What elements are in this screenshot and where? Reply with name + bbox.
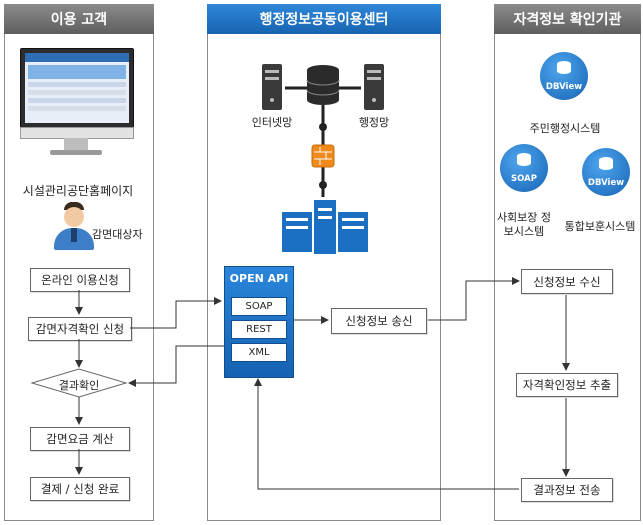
exemption-check-step: 감면자격확인 신청	[28, 317, 132, 341]
person-icon	[52, 202, 96, 250]
send-result-step: 결과정보 전송	[521, 478, 613, 502]
fee-calc-step: 감면요금 계산	[30, 427, 130, 451]
resident-system-label: 주민행정시스템	[529, 122, 601, 135]
api-xml: XML	[231, 343, 287, 362]
payment-done-step: 결제 / 신청 완료	[30, 477, 130, 501]
internet-label: 인터넷망	[251, 116, 293, 129]
admin-label: 행정망	[358, 116, 390, 129]
agency-lane-title: 자격정보 확인기관	[494, 4, 641, 34]
extract-info-step: 자격확인정보 추출	[516, 373, 618, 397]
veterans-system-label: 통합보훈시스템	[564, 220, 636, 233]
online-apply-step: 온라인 이용신청	[30, 268, 130, 292]
receive-info-step: 신청정보 수신	[521, 269, 613, 294]
social-db-badge: SOAP	[511, 174, 537, 184]
server-rack-icon	[282, 200, 368, 254]
person-label: 감면대상자	[92, 228, 143, 241]
resident-db-icon: DBView	[540, 52, 588, 100]
resident-db-badge: DBView	[545, 82, 583, 92]
internet-server-icon	[262, 64, 282, 110]
open-api-panel: OPEN API SOAP REST XML	[224, 266, 294, 378]
api-rest: REST	[231, 320, 287, 339]
veterans-db-badge: DBView	[587, 178, 625, 188]
customer-lane-title: 이용 고객	[4, 4, 154, 34]
open-api-title: OPEN API	[229, 272, 289, 285]
database-icon	[306, 65, 340, 105]
result-check-diamond	[30, 368, 128, 398]
social-db-icon: SOAP	[500, 144, 548, 192]
send-info-step: 신청정보 송신	[331, 308, 427, 334]
agency-lane: 자격정보 확인기관	[494, 4, 641, 521]
homepage-label: 시설관리공단홈페이지	[22, 184, 134, 198]
admin-server-icon	[364, 64, 384, 110]
firewall-icon	[311, 144, 335, 168]
api-soap: SOAP	[231, 297, 287, 316]
monitor-icon	[20, 48, 134, 174]
social-system-label: 사회보장 정보시스템	[496, 211, 552, 238]
veterans-db-icon: DBView	[582, 148, 630, 196]
result-check-label: 결과확인	[58, 379, 100, 392]
center-lane-title: 행정정보공동이용센터	[207, 4, 441, 34]
